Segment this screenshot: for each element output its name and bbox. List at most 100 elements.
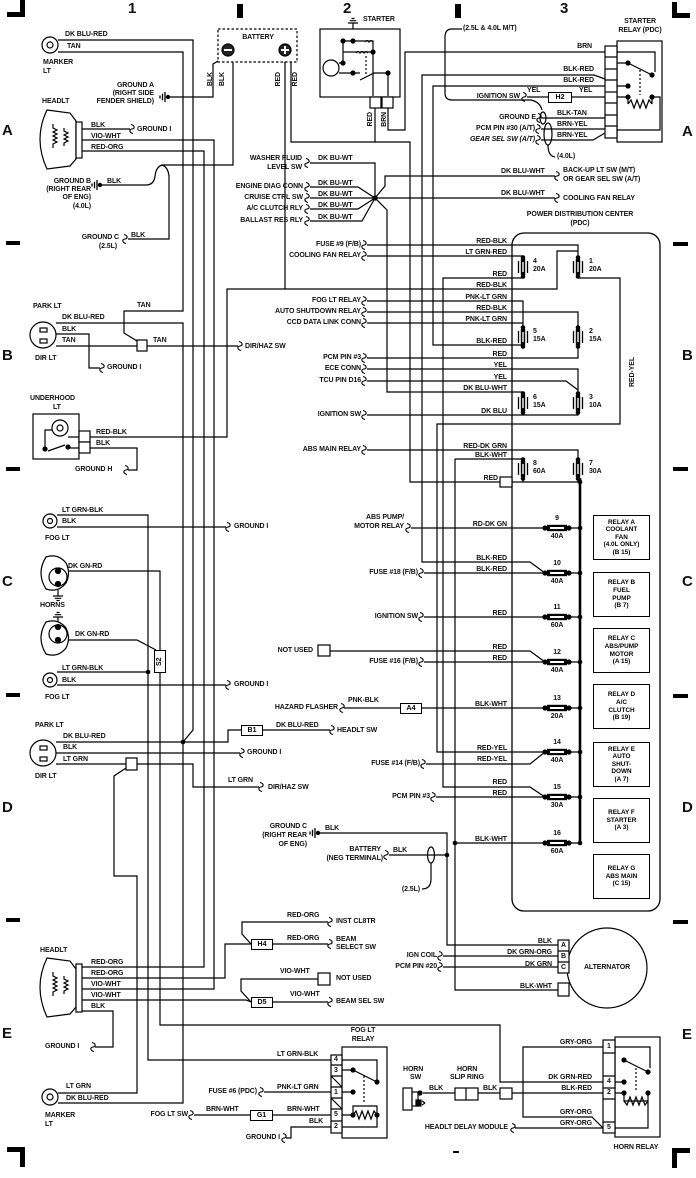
splice-dot: [577, 659, 583, 665]
wire-label: GRY-ORG: [559, 1109, 592, 1116]
wire-label: PNK-LT GRN: [465, 316, 507, 323]
relay-g[interactable]: RELAY G ABS MAIN (C 15): [593, 854, 650, 899]
fuse-icon[interactable]: [542, 704, 572, 712]
wire: [320, 832, 558, 946]
fuse-number: 6: [533, 394, 537, 401]
horn-slip-ring-icon: [454, 1087, 479, 1101]
wire: [241, 921, 328, 945]
fuse-icon[interactable]: [517, 390, 529, 416]
circuit-label: COOLING FAN RELAY: [289, 252, 361, 259]
fuse-icon[interactable]: [542, 793, 572, 801]
pdc-outline: [511, 232, 661, 912]
fuse-number: 4: [533, 258, 537, 265]
fuse-icon[interactable]: [517, 254, 529, 280]
ground-label: (RIGHT SIDE: [112, 90, 154, 97]
relay-c[interactable]: RELAY C ABS/PUMP MOTOR (A 15): [593, 628, 650, 673]
component-label: PARK LT: [33, 303, 62, 310]
splice-dot: [577, 840, 583, 846]
wire: [310, 197, 376, 222]
wire-label: LT GRN: [228, 777, 253, 784]
wire-label: BLK: [219, 72, 226, 87]
horn-icon: [40, 555, 70, 591]
fuse-icon[interactable]: [542, 613, 572, 621]
circuit-label: GROUND E: [499, 114, 536, 121]
ground-label: GROUND B: [53, 178, 91, 185]
relay-f[interactable]: RELAY F STARTER (A 3): [593, 798, 650, 843]
row-divider: [673, 920, 688, 924]
component-label: SLIP RING: [450, 1074, 484, 1081]
wire-label: BRN: [381, 112, 388, 127]
wire-label: BLK: [429, 1085, 444, 1092]
row-label: A: [2, 122, 13, 139]
component-label: UNDERHOOD: [30, 395, 75, 402]
fuse-icon[interactable]: [517, 456, 529, 482]
headlamp-icon: [39, 109, 83, 170]
wire-continuation-icon: [418, 656, 424, 668]
wire-continuation-icon: [361, 444, 367, 456]
wire-label: BLK-WHT: [475, 452, 507, 459]
wire-label: BLK: [91, 1003, 106, 1010]
wire-label: RED: [492, 779, 508, 786]
wire-label: DK GRN: [524, 961, 552, 968]
wire-label: BLK: [537, 938, 552, 945]
fuse-icon[interactable]: [572, 390, 584, 416]
row-divider: [6, 241, 20, 245]
wire-label: BRN: [577, 43, 592, 50]
pin-label: A: [561, 942, 566, 949]
fog-lt-relay-title: FOG LT: [350, 1027, 376, 1034]
relay-line: CLUTCH: [608, 706, 635, 714]
wire-label: YEL: [493, 362, 507, 369]
fuse-icon[interactable]: [542, 748, 572, 756]
not-used-terminal: [317, 972, 331, 986]
wire-label: LT GRN-RED: [465, 249, 507, 256]
wire-continuation-icon: [90, 1041, 96, 1053]
wire-label: YEL: [527, 87, 541, 94]
wire-label: DK BLU-RED: [276, 722, 319, 729]
fuse-rating: 15A: [533, 336, 546, 343]
circuit-label: GEAR SEL SW (A/T): [469, 136, 535, 143]
relay-line: (A 7): [614, 775, 629, 783]
circuit-label: FOG LT SW: [150, 1111, 189, 1118]
circuit-label: WASHER FLUID: [249, 155, 302, 162]
ground-label: GROUND I: [45, 1043, 80, 1050]
fuse-icon[interactable]: [542, 839, 572, 847]
fuse-icon[interactable]: [542, 658, 572, 666]
wire-continuation-icon: [304, 192, 310, 204]
circuit-label: BEAM: [336, 936, 357, 943]
fuse-icon[interactable]: [542, 524, 572, 532]
wire: [90, 250, 578, 438]
fuse-icon[interactable]: [572, 324, 584, 350]
option-loop: [444, 28, 543, 111]
wire-continuation-icon: [418, 611, 424, 623]
fuse-number: 10: [553, 560, 561, 567]
fuse-number: 3: [589, 394, 593, 401]
circuit-label: TCU PIN D16: [319, 377, 361, 384]
component-label: MARKER: [43, 59, 74, 66]
corner-mark-bottom-left: [20, 1147, 25, 1167]
relay-b[interactable]: RELAY B FUEL PUMP (B 7): [593, 572, 650, 617]
wire-continuation-icon: [361, 363, 367, 375]
wire: [367, 414, 579, 416]
fuse-icon[interactable]: [572, 254, 584, 280]
wire-continuation-icon: [554, 170, 560, 182]
pin-label: C: [561, 964, 566, 971]
wire-label: BLK: [91, 122, 106, 129]
circuit-label: DIR/HAZ SW: [268, 784, 309, 791]
circuit-label: HEADLT SW: [337, 727, 378, 734]
wire-label: RED: [492, 655, 508, 662]
wire: [426, 751, 546, 765]
fuse-icon[interactable]: [572, 456, 584, 482]
wire-label: YEL: [493, 374, 507, 381]
option-bracket: [539, 111, 547, 125]
relay-e[interactable]: RELAY E AUTO SHUT- DOWN (A 7): [593, 742, 650, 787]
wire-label: DK GRN-ORG: [507, 949, 552, 956]
wire: [170, 56, 226, 98]
wire: [80, 1010, 114, 1048]
row-label: B: [682, 347, 693, 364]
wire-continuation-icon: [437, 950, 443, 962]
relay-a[interactable]: RELAY A COOLANT FAN (4.0L ONLY) (B 15): [593, 515, 650, 560]
relay-d[interactable]: RELAY D A/C CLUTCH (B 19): [593, 684, 650, 729]
wire-label: RED: [492, 790, 508, 797]
fuse-icon[interactable]: [542, 569, 572, 577]
